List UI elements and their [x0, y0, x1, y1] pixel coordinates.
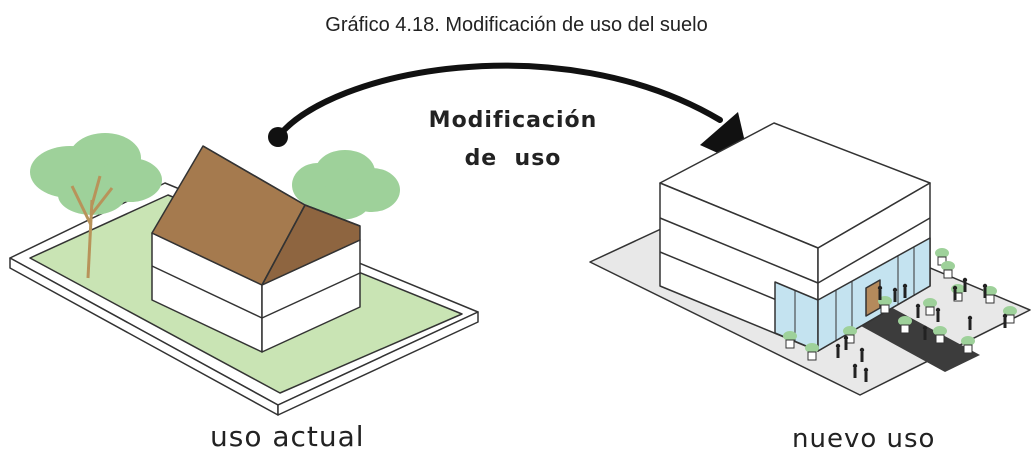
planter-foliage — [941, 261, 955, 271]
walkway — [850, 304, 980, 372]
building-door — [865, 279, 881, 317]
person-head — [859, 347, 865, 353]
person-head — [843, 335, 849, 341]
person-body — [864, 372, 868, 382]
person-body — [923, 330, 927, 340]
arrow-curve — [275, 62, 723, 140]
person-body — [936, 312, 940, 322]
person-head — [982, 283, 988, 289]
person-body — [903, 288, 907, 298]
planter-foliage — [805, 343, 819, 353]
person-body — [893, 292, 897, 302]
person-head — [877, 285, 883, 291]
arrow-start-dot — [268, 127, 288, 147]
planter-foliage — [843, 326, 857, 336]
person-body — [1003, 318, 1007, 328]
figure-title: Gráfico 4.18. Modificación de uso del su… — [325, 14, 708, 36]
tree-left-trunk — [70, 175, 114, 279]
person-head — [1002, 313, 1008, 319]
planter-box — [1005, 314, 1015, 324]
plot-edge-front — [277, 311, 479, 416]
person-head — [902, 283, 908, 289]
planter-foliage — [923, 298, 937, 308]
person-head — [952, 285, 958, 291]
planter-foliage — [898, 316, 912, 326]
person-body — [836, 348, 840, 358]
planter-box — [807, 351, 817, 361]
person-body — [968, 320, 972, 330]
person-head — [835, 343, 841, 349]
person-body — [983, 288, 987, 298]
planter-box — [925, 306, 935, 316]
person-body — [860, 352, 864, 362]
tree-left — [30, 133, 162, 215]
person-head — [967, 315, 973, 321]
label-new-use: nuevo uso — [792, 424, 936, 454]
person-body — [953, 290, 957, 300]
arrow-label-line2: de uso — [464, 146, 562, 171]
planter-box — [985, 294, 995, 304]
person-body — [963, 282, 967, 292]
arrow-label: Modificación de uso — [418, 102, 608, 178]
planter-box — [935, 334, 945, 344]
person-body — [878, 290, 882, 300]
planter-foliage — [1003, 306, 1017, 316]
planter-foliage — [933, 326, 947, 336]
planter-foliage — [783, 331, 797, 341]
glass-mullions — [794, 247, 915, 341]
planter-box — [785, 339, 795, 349]
person-body — [844, 340, 848, 350]
person-head — [852, 363, 858, 369]
label-current-use: uso actual — [210, 420, 365, 453]
planter-foliage — [935, 248, 949, 258]
new-use-illustration — [589, 122, 1031, 396]
planter-foliage — [961, 336, 975, 346]
planter-box — [943, 269, 953, 279]
person-body — [916, 308, 920, 318]
plaza-details — [783, 248, 1017, 382]
person-head — [935, 307, 941, 313]
current-use-illustration — [9, 133, 479, 416]
planter-box — [880, 304, 890, 314]
person-head — [892, 287, 898, 293]
tree-right — [292, 150, 400, 220]
planter-box — [900, 324, 910, 334]
planter-box — [963, 344, 973, 354]
person-head — [962, 277, 968, 283]
person-head — [863, 367, 869, 373]
arrow-label-line1: Modificación — [428, 108, 598, 133]
person-head — [922, 325, 928, 331]
person-body — [853, 368, 857, 378]
person-head — [915, 303, 921, 309]
